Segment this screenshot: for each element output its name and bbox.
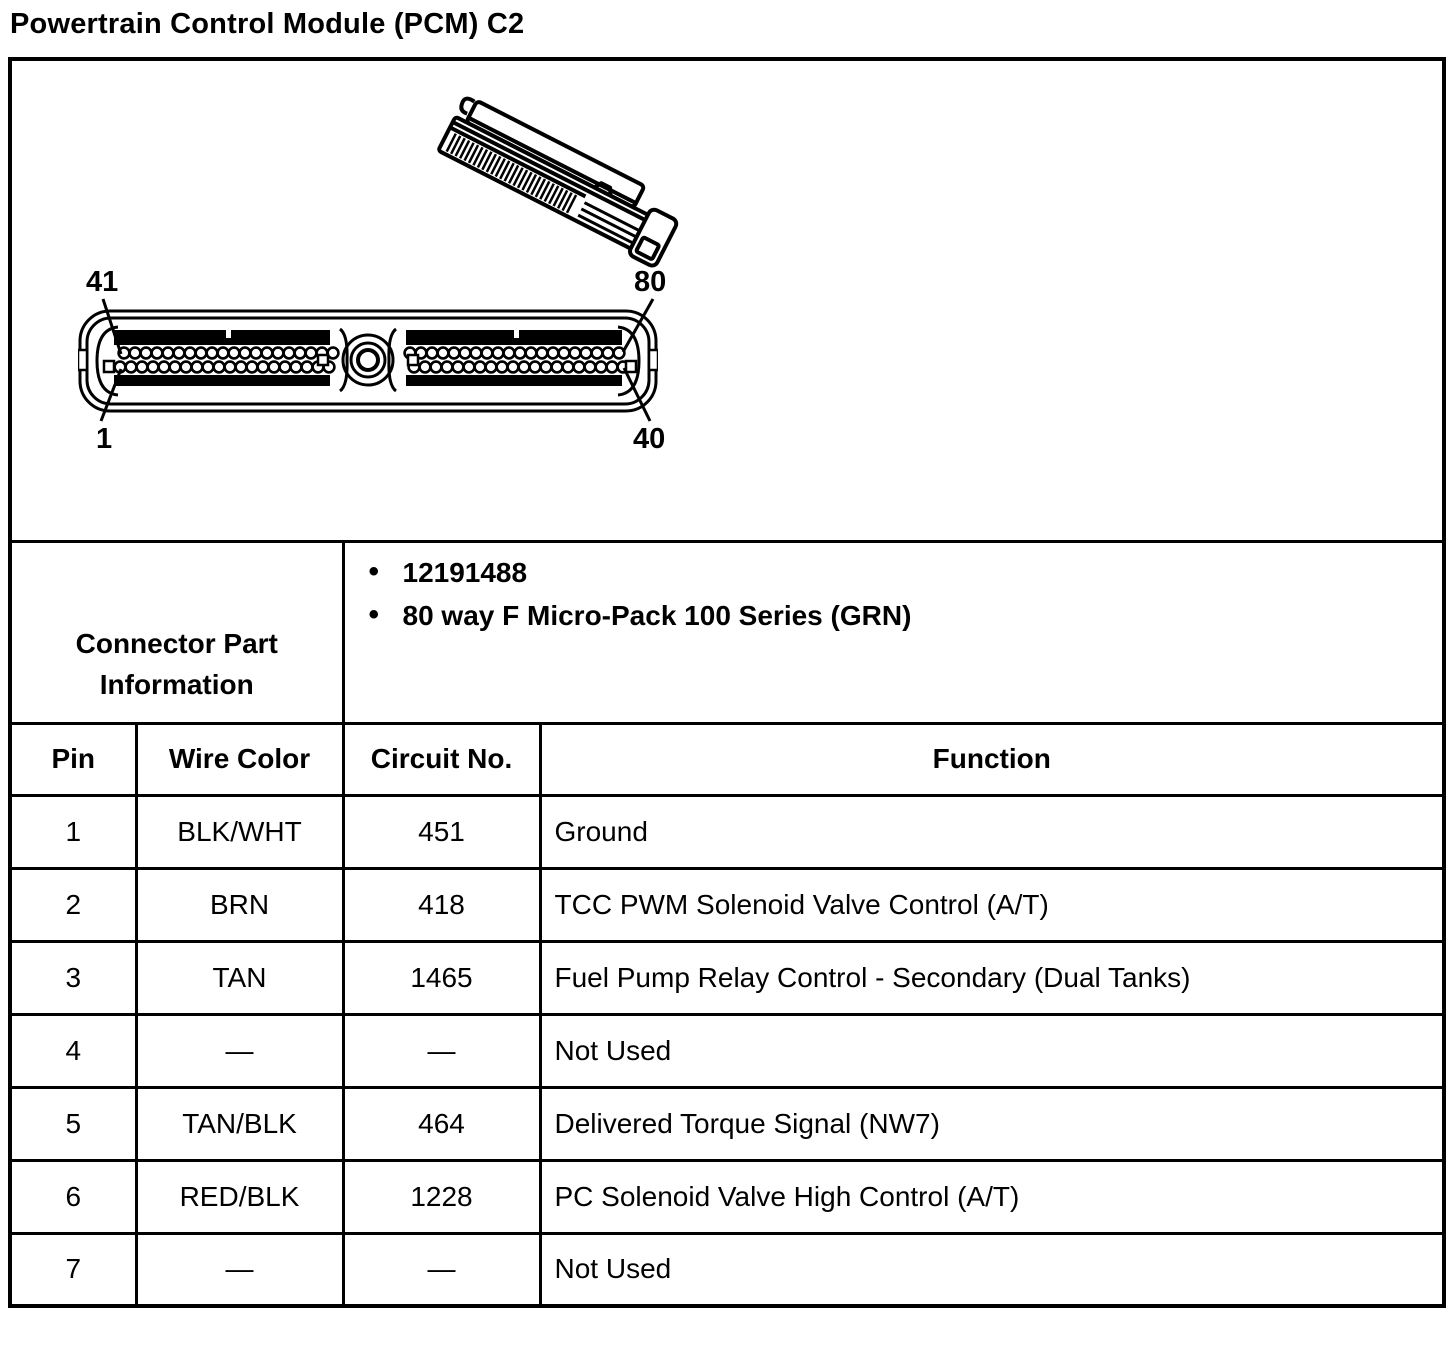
- function-cell: Delivered Torque Signal (NW7): [538, 1085, 1446, 1162]
- circuit-cell: —: [341, 1012, 542, 1089]
- center-bolt-boss: [316, 327, 420, 393]
- col-header-function: Function: [538, 721, 1446, 797]
- connector-part-info-values: 12191488 80 way F Micro-Pack 100 Series …: [341, 539, 1446, 725]
- pin-cell: 4: [8, 1012, 138, 1089]
- pin-cell: 7: [8, 1231, 138, 1308]
- wire-cell: TAN/BLK: [134, 1085, 345, 1162]
- connector-front-view: [78, 309, 658, 413]
- connector-diagram: 41 80 1 40: [12, 61, 1442, 540]
- wire-cell: —: [134, 1012, 345, 1089]
- function-cell: Not Used: [538, 1231, 1446, 1308]
- connector-part-info-list: 12191488 80 way F Micro-Pack 100 Series …: [369, 554, 1433, 633]
- wire-cell: RED/BLK: [134, 1158, 345, 1235]
- pin-label-40: 40: [633, 423, 666, 455]
- table-row-pin-1: 1 BLK/WHT 451 Ground: [8, 793, 1446, 870]
- pin-cell: 1: [8, 793, 138, 870]
- pin-cell: 2: [8, 866, 138, 943]
- circuit-cell: 1465: [341, 939, 542, 1016]
- circuit-cell: 418: [341, 866, 542, 943]
- circuit-cell: 451: [341, 793, 542, 870]
- function-cell: Ground: [538, 793, 1446, 870]
- col-header-circuit: Circuit No.: [341, 721, 542, 797]
- pin-label-1: 1: [96, 423, 113, 455]
- wire-cell: TAN: [134, 939, 345, 1016]
- col-header-wire: Wire Color: [134, 721, 345, 797]
- connector-isometric-drawing: [437, 96, 679, 268]
- circuit-cell: 464: [341, 1085, 542, 1162]
- connector-part-number: 12191488: [369, 554, 1433, 589]
- connector-part-info-label: Connector Part Information: [8, 539, 345, 725]
- connector-table: 41 80 1 40 Connector Part Information 12…: [8, 57, 1446, 1308]
- circuit-cell: —: [341, 1231, 542, 1308]
- table-row-pin-6: 6 RED/BLK 1228 PC Solenoid Valve High Co…: [8, 1158, 1446, 1235]
- function-cell: PC Solenoid Valve High Control (A/T): [538, 1158, 1446, 1235]
- pin-label-80: 80: [634, 266, 667, 298]
- pin-label-41: 41: [86, 266, 119, 298]
- function-cell: TCC PWM Solenoid Valve Control (A/T): [538, 866, 1446, 943]
- pin-leader-lines: [99, 298, 655, 422]
- pin-cell: 3: [8, 939, 138, 1016]
- pin-cell: 5: [8, 1085, 138, 1162]
- col-header-pin: Pin: [8, 721, 138, 797]
- pin-cell: 6: [8, 1158, 138, 1235]
- function-cell: Not Used: [538, 1012, 1446, 1089]
- wire-cell: BLK/WHT: [134, 793, 345, 870]
- connector-diagram-cell: 41 80 1 40: [8, 57, 1446, 543]
- connector-type: 80 way F Micro-Pack 100 Series (GRN): [369, 598, 1433, 633]
- table-row-pin-7: 7 — — Not Used: [8, 1231, 1446, 1308]
- table-row-pin-5: 5 TAN/BLK 464 Delivered Torque Signal (N…: [8, 1085, 1446, 1162]
- wire-cell: —: [134, 1231, 345, 1308]
- page-title: Powertrain Control Module (PCM) C2: [10, 8, 525, 40]
- function-cell: Fuel Pump Relay Control - Secondary (Dua…: [538, 939, 1446, 1016]
- table-row-pin-3: 3 TAN 1465 Fuel Pump Relay Control - Sec…: [8, 939, 1446, 1016]
- table-row-pin-4: 4 — — Not Used: [8, 1012, 1446, 1089]
- circuit-cell: 1228: [341, 1158, 542, 1235]
- wire-cell: BRN: [134, 866, 345, 943]
- table-row-pin-2: 2 BRN 418 TCC PWM Solenoid Valve Control…: [8, 866, 1446, 943]
